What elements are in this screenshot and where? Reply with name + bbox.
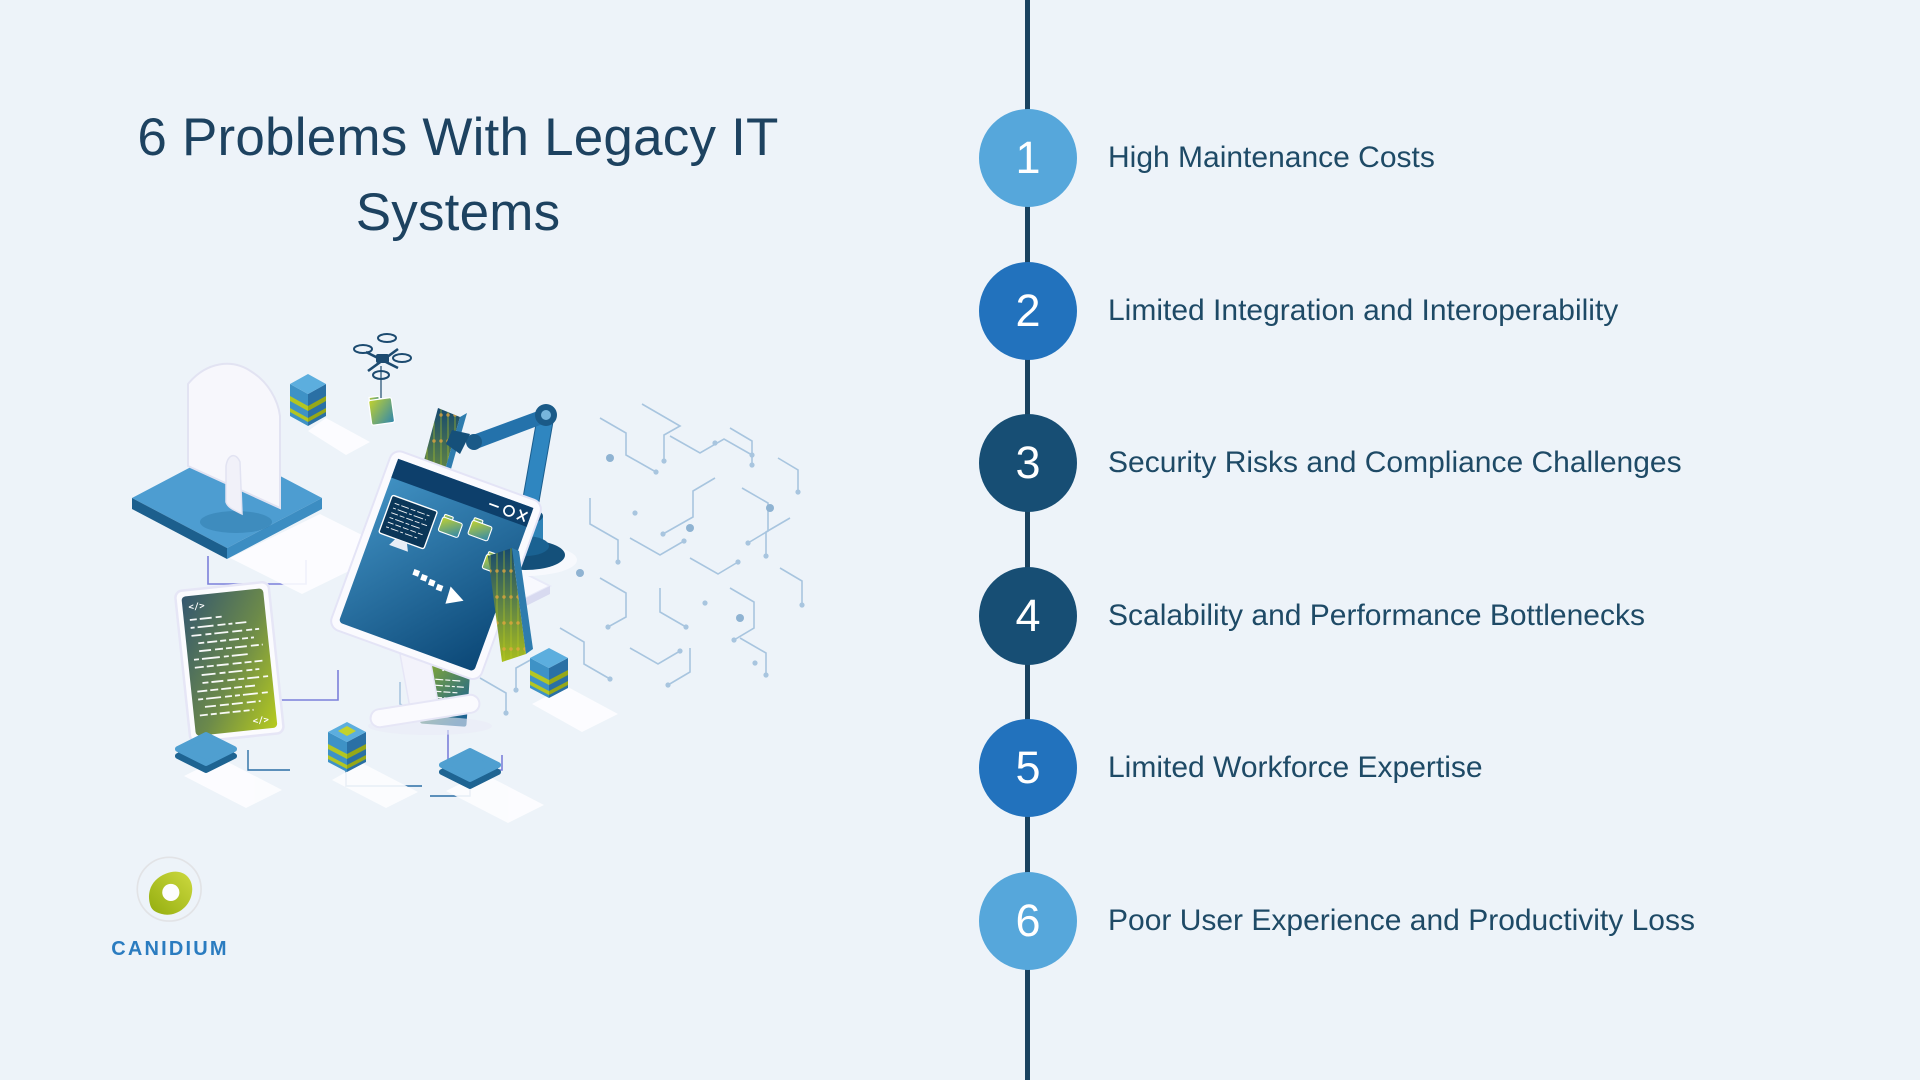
timeline-line bbox=[1025, 0, 1030, 1080]
timeline-item-6: 6 Poor User Experience and Productivity … bbox=[979, 872, 1695, 970]
timeline-step-label: Poor User Experience and Productivity Lo… bbox=[1108, 904, 1695, 937]
code-panel: </> </> bbox=[174, 581, 285, 744]
timeline-item-3: 3 Security Risks and Compliance Challeng… bbox=[979, 414, 1682, 512]
svg-text:</>: </> bbox=[188, 601, 206, 613]
chip bbox=[439, 748, 501, 789]
timeline-step-number: 4 bbox=[979, 567, 1077, 665]
timeline-item-2: 2 Limited Integration and Interoperabili… bbox=[979, 262, 1618, 360]
code-window-monitor bbox=[330, 450, 542, 735]
timeline-item-5: 5 Limited Workforce Expertise bbox=[979, 719, 1483, 817]
timeline-step-label: Limited Integration and Interoperability bbox=[1108, 294, 1619, 327]
timeline-step-label: High Maintenance Costs bbox=[1108, 141, 1435, 174]
timeline-step-label: Security Risks and Compliance Challenges bbox=[1108, 446, 1682, 479]
server-stack bbox=[328, 722, 366, 772]
svg-text:</>: </> bbox=[252, 715, 270, 727]
chip bbox=[175, 732, 237, 773]
timeline-item-4: 4 Scalability and Performance Bottleneck… bbox=[979, 567, 1645, 665]
timeline-step-number: 2 bbox=[979, 262, 1077, 360]
timeline-step-number: 6 bbox=[979, 872, 1077, 970]
legacy-it-illustration: </> </> bbox=[132, 333, 805, 823]
timeline-item-1: 1 High Maintenance Costs bbox=[979, 109, 1435, 207]
folder-icon bbox=[437, 513, 463, 538]
timeline-step-number: 5 bbox=[979, 719, 1077, 817]
timeline-step-label: Limited Workforce Expertise bbox=[1108, 751, 1483, 784]
server-stack bbox=[290, 374, 326, 426]
canidium-logo-icon bbox=[136, 856, 202, 922]
brand-wordmark: CANIDIUM bbox=[111, 938, 229, 960]
timeline-step-number: 1 bbox=[979, 109, 1077, 207]
page-title: 6 Problems With Legacy IT Systems bbox=[137, 108, 779, 243]
server-stack bbox=[530, 648, 568, 698]
desktop-monitor-back bbox=[132, 363, 322, 559]
drone-icon bbox=[353, 333, 412, 426]
timeline-step-number: 3 bbox=[979, 414, 1077, 512]
folder-icon bbox=[467, 517, 493, 542]
timeline-step-label: Scalability and Performance Bottlenecks bbox=[1108, 599, 1645, 632]
